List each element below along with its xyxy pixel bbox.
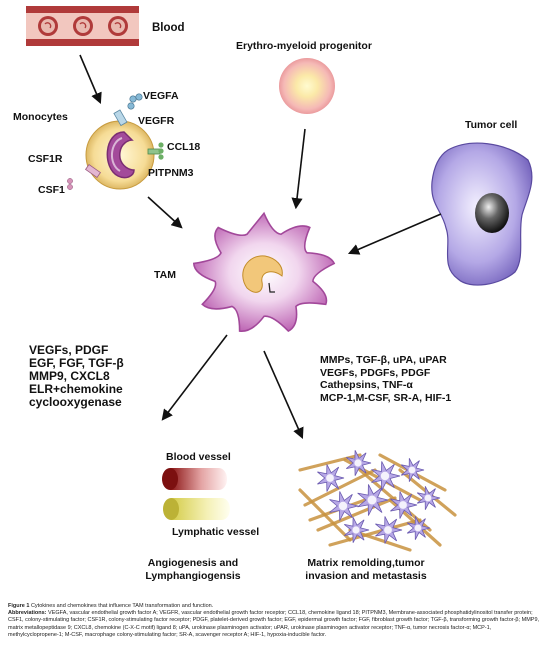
diagram: Blood Erythro-myeloid progenitor Monocyt… [13, 6, 533, 583]
right-factor-item: VEGFs, PDGFs, PDGF [320, 366, 431, 379]
label-tam: TAM [154, 269, 176, 281]
matrix-cluster [298, 450, 457, 552]
label-lymphatic-vessel: Lymphatic vessel [172, 526, 260, 538]
arrow-tumor-to-tam [347, 213, 442, 255]
label-angiogenesis-line: Angiogenesis and [147, 557, 239, 569]
label-csf1r: CSF1R [28, 153, 63, 165]
right-factor-list: MMPs, TGF-β, uPA, uPAR VEGFs, PDGFs, PDG… [320, 354, 451, 404]
arrow-progenitor-to-tam [291, 128, 306, 210]
matrix-fiber [298, 453, 362, 472]
matrix-star-core [399, 501, 407, 509]
right-factor-item: MMPs, TGF-β, uPA, uPAR [320, 354, 447, 366]
matrix-fiber [316, 496, 397, 532]
arrow-blood-to-monocyte [79, 54, 102, 105]
caption-abbr-text: VEGFA, vascular endothelial growth facto… [8, 610, 540, 638]
matrix-star-core [338, 501, 348, 511]
vegfr-receptor [113, 93, 143, 127]
left-factor-item: ELR+chemokine [29, 382, 123, 396]
arrows [79, 54, 442, 440]
label-angiogenesis-line: Lymphangiogensis [145, 570, 241, 582]
matrix-star-core [367, 495, 377, 505]
caption-abbr-head: Abbreviations: [8, 610, 47, 617]
matrix-star-core [326, 474, 334, 482]
left-factor-list: VEGFs, PDGF EGF, FGF, TGF-β MMP9, CXCL8 … [29, 344, 124, 409]
caption-figure-number: Figure 1 [8, 603, 30, 609]
csf1r-receptor [67, 163, 102, 190]
red-blood-cell [73, 16, 93, 36]
diagram-canvas [26, 6, 533, 552]
left-factor-item: cyclooxygenase [29, 395, 122, 409]
label-vegfa: VEGFA [143, 90, 179, 102]
label-angiogenesis: Angiogenesis and Lymphangiogensis [128, 557, 258, 583]
label-blood-vessel: Blood vessel [166, 451, 231, 463]
matrix-star-core [414, 524, 422, 532]
left-factor-item: MMP9, CXCL8 [29, 369, 110, 383]
ccl18-receptor [147, 142, 164, 160]
matrix-fiber [328, 518, 422, 547]
caption-title-text: Cytokines and chemokines that influence … [30, 603, 214, 609]
label-vegfr: VEGFR [138, 115, 175, 127]
label-tumor-cell: Tumor cell [465, 119, 518, 131]
figure-caption: Figure 1 Cytokines and chemokines that i… [8, 603, 543, 639]
label-ccl18: CCL18 [167, 141, 201, 153]
matrix-star-core [380, 471, 390, 481]
matrix-star-core [424, 494, 432, 502]
monocyte-cell [85, 120, 155, 190]
caption-abbreviations: Abbreviations: VEGFA, vascular endotheli… [8, 610, 543, 639]
blood-vessel-tube [162, 468, 227, 490]
progenitor-cell [279, 58, 335, 114]
right-factor-item: Cathepsins, TNF-α [320, 379, 413, 392]
arrow-tam-to-matrix [263, 350, 304, 440]
matrix-star-core [354, 459, 362, 467]
matrix-fiber [303, 468, 377, 507]
label-monocytes: Monocytes [13, 111, 68, 123]
left-factor-item: EGF, FGF, TGF-β [29, 356, 124, 370]
label-matrix-remodeling: Matrix remolding,tumor invasion and meta… [296, 557, 436, 583]
arrow-monocyte-to-tam [147, 196, 183, 229]
tumor-cell [431, 142, 533, 286]
red-blood-cell [108, 16, 128, 36]
caption-title-line: Figure 1 Cytokines and chemokines that i… [8, 603, 543, 610]
blood-strip [26, 6, 139, 46]
label-csf1: CSF1 [38, 184, 65, 196]
arrow-tam-to-vessels [161, 334, 228, 421]
label-erythro-myeloid-progenitor: Erythro-myeloid progenitor [236, 40, 372, 52]
label-matrix-line: invasion and metastasis [305, 570, 427, 582]
matrix-star-core [408, 466, 416, 474]
tam-cell [192, 211, 336, 333]
matrix-star-core [352, 526, 360, 534]
red-blood-cell [38, 16, 58, 36]
label-matrix-line: Matrix remolding,tumor [307, 557, 425, 569]
left-factor-item: VEGFs, PDGF [29, 343, 109, 357]
label-pitpnm3: PITPNM3 [148, 167, 194, 179]
label-blood: Blood [152, 22, 185, 34]
lymphatic-vessel-tube [163, 498, 230, 520]
matrix-star-core [384, 526, 392, 534]
right-factor-item: MCP-1,M-CSF, SR-A, HIF-1 [320, 391, 452, 404]
